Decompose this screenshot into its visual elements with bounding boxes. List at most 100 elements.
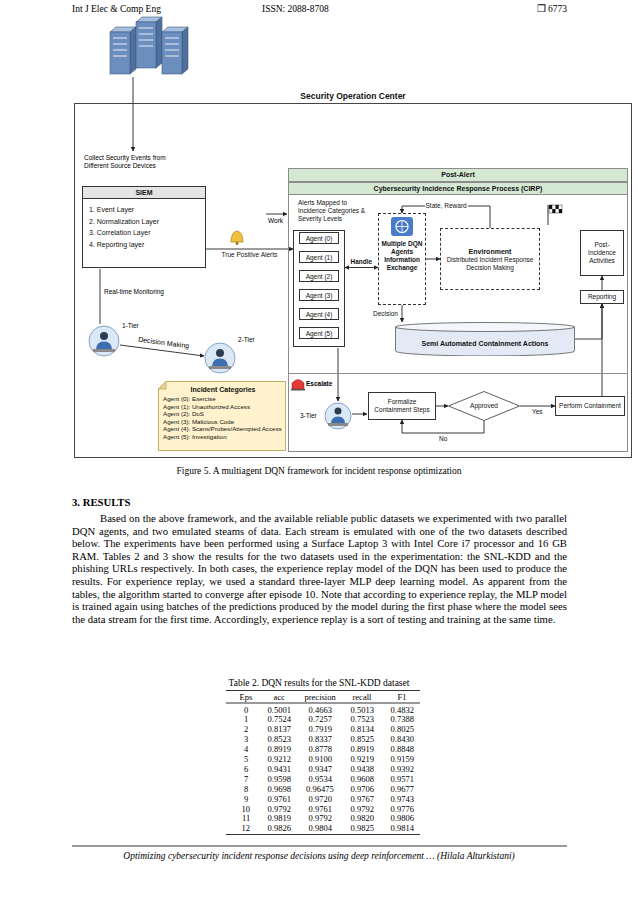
table-cell: 0.8848: [391, 744, 414, 754]
tier-label: 3-Tier: [300, 412, 317, 420]
table-cell: 6: [244, 764, 248, 774]
node-heading: Agent (3): [300, 291, 338, 300]
database-cylinder: Semi Automated Containment Actions: [395, 322, 575, 356]
tier-label: 1-Tier: [122, 322, 139, 330]
alarm-icon: [291, 380, 305, 391]
table-cell: 0.9761: [309, 804, 332, 814]
table-cell: 0.9820: [351, 813, 374, 823]
process-box: Formalize Containment Steps: [368, 392, 436, 420]
table-cell: 0.5001: [268, 705, 291, 715]
connector: [345, 267, 378, 268]
table-cell: 0.7257: [309, 714, 332, 724]
analyst-icon: [325, 403, 351, 429]
escalate-arrow: [338, 348, 339, 401]
table-cell: 0.9806: [391, 813, 414, 823]
table-cell: 0.9776: [391, 804, 414, 814]
table-cell: 2: [244, 724, 248, 734]
table-header: acc: [274, 692, 285, 702]
table-header: precision: [305, 692, 336, 702]
body-paragraph: Based on the above framework, and the av…: [72, 512, 567, 625]
edge-label: Yes: [531, 408, 544, 416]
table-cell: 0.7388: [391, 714, 414, 724]
table-cell: 0.5001: [268, 705, 291, 715]
formalize-arrow: [352, 414, 367, 415]
table-cell: 0.9819: [268, 813, 291, 823]
process-box: Reporting: [580, 290, 624, 304]
arrow-label: Escalate: [306, 380, 332, 388]
table-cell: 5: [244, 754, 248, 764]
table-cell: 0.9392: [391, 764, 414, 774]
table-cell: 0.8430: [391, 734, 414, 744]
table-rule: [226, 691, 420, 835]
table-cell: 0.9571: [391, 774, 414, 784]
table-cell: 0.7257: [309, 714, 332, 724]
node-heading: Multiple DQN Agents Information Exchange: [379, 240, 425, 272]
table-cell: 0: [244, 705, 248, 715]
table-cell: 0.4832: [391, 705, 414, 715]
node-heading: Agent (4): [300, 310, 338, 319]
agent-box: Agent (1): [299, 251, 339, 263]
running-footer: Optimizing cybersecurity incident respon…: [0, 851, 638, 862]
table-cell: 10: [242, 804, 251, 814]
analyst-icon: [205, 343, 235, 373]
table-cell: 0.7524: [268, 714, 291, 724]
agent-box: Agent (2): [299, 270, 339, 282]
running-footer: Optimizing cybersecurity incident respon…: [0, 851, 638, 862]
connector: [402, 420, 484, 433]
table-cell: 0.9826: [268, 823, 291, 833]
arrow-label: Real-time Monitoring: [104, 288, 164, 296]
table-cell: 0.8523: [268, 734, 291, 744]
node-heading: Formalize Containment Steps: [371, 398, 433, 414]
process-panel: Cybersecurity Incidence Response Process…: [288, 182, 628, 374]
node-heading: Perform Containment: [558, 402, 622, 410]
table-cell: 0.9438: [351, 764, 374, 774]
finish-flag-icon: [548, 205, 562, 225]
connector: [602, 276, 603, 290]
table-cell: 0.8919: [351, 744, 374, 754]
agent-box: Agent (0): [299, 232, 339, 244]
edge-label: True Positive Alerts: [221, 251, 279, 259]
table-cell: 0.8848: [391, 744, 414, 754]
dqn-box: Multiple DQN Agents Information Exchange: [378, 213, 426, 305]
node-text: Agent (5): Investigation: [163, 433, 283, 441]
note-box: Incident CategoriesAgent (0): ExerciseAg…: [158, 381, 286, 451]
table-cell: 0.9792: [309, 813, 332, 823]
agent-list: Alerts Mapped to Incidence Categories & …: [293, 230, 345, 347]
table-cell: 1: [244, 714, 248, 724]
table-cell: 0.9100: [309, 754, 332, 764]
body-paragraph: Based on the above framework, and the av…: [72, 512, 567, 625]
table-cell: 0.9792: [309, 813, 332, 823]
page-number: ❒ 6773: [537, 4, 567, 15]
node-text: Agent (4): Scans/Probes/Attempted Access: [163, 425, 283, 433]
node-heading: Security Operation Center: [75, 91, 631, 102]
environment-box: EnvironmentDistributed Incident Response…: [440, 228, 540, 290]
table-cell: 0.96475: [306, 784, 334, 794]
table-header: recall: [353, 692, 372, 702]
table-cell: 0.9825: [351, 823, 374, 833]
table-cell: 0.8430: [391, 734, 414, 744]
node-text: 1. Event Layer: [83, 204, 205, 216]
section-heading: 3. RESULTS: [72, 496, 130, 509]
table-cell: 0.9819: [268, 813, 291, 823]
bell-icon: [231, 231, 243, 245]
table-cell: 0.9792: [351, 804, 374, 814]
connector: [436, 406, 448, 407]
table-cell: 0.7388: [391, 714, 414, 724]
table-cell: 7: [244, 774, 248, 784]
table-cell: 0.8919: [268, 744, 291, 754]
connector: [520, 406, 555, 407]
node-text: 2. Normalization Layer: [83, 216, 205, 228]
connector: [426, 259, 440, 260]
agent-box: Agent (5): [299, 327, 339, 339]
table-cell: 0.9608: [351, 774, 374, 784]
tier-label: 1-Tier: [122, 322, 139, 330]
section-heading: 3. RESULTS: [72, 496, 130, 509]
running-header: ISSN: 2088-8708: [262, 4, 329, 15]
edge-label-holder: Decision: [372, 310, 399, 318]
table-cell: 0.9706: [351, 784, 374, 794]
table-cell: 0.9219: [351, 754, 374, 764]
node-heading: Post-Alert: [289, 169, 627, 182]
arrow-label: Work: [268, 217, 283, 225]
table-header: Eps: [240, 692, 253, 702]
table-cell: 0.8778: [309, 744, 332, 754]
